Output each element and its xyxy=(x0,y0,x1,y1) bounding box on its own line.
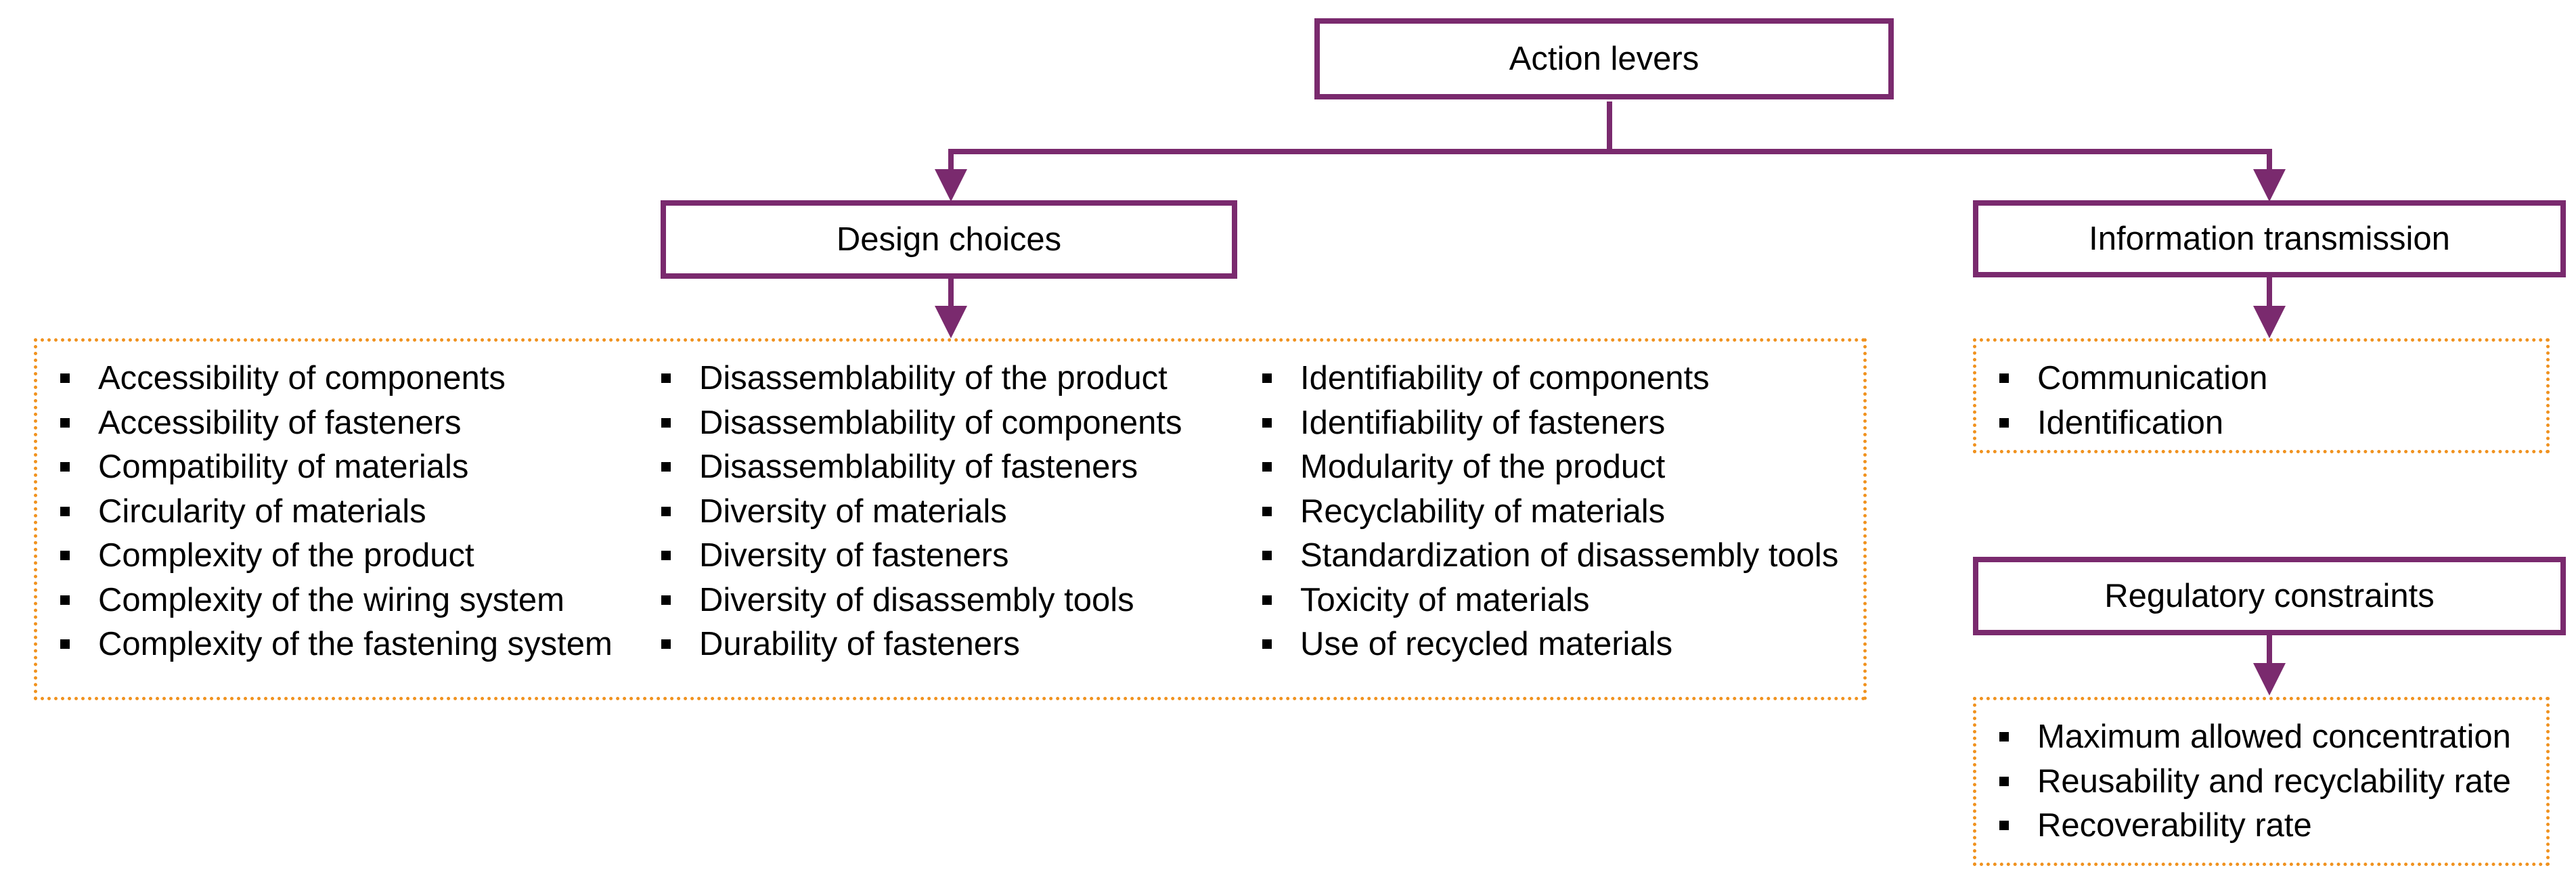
bullet-icon xyxy=(60,462,70,472)
list-item: Accessibility of components xyxy=(51,357,613,401)
list-item: Communication xyxy=(1990,357,2267,401)
information-transmission-list: Communication Identification xyxy=(1973,338,2550,453)
list-item: Complexity of the fastening system xyxy=(51,622,613,667)
bullet-icon xyxy=(1999,373,2009,383)
list-item: Circularity of materials xyxy=(51,490,613,534)
bullet-icon xyxy=(60,417,70,428)
list-item: Compatibility of materials xyxy=(51,445,613,490)
action-levers-box: Action levers xyxy=(1314,18,1894,99)
bullet-icon xyxy=(60,506,70,516)
list-item: Accessibility of fasteners xyxy=(51,401,613,446)
bullet-icon xyxy=(661,506,671,516)
bullet-icon xyxy=(1262,595,1272,605)
bullet-icon xyxy=(60,639,70,649)
regulatory-constraints-list: Maximum allowed concentration Reusabilit… xyxy=(1973,697,2550,866)
list-item: Disassemblability of fasteners xyxy=(652,445,1182,490)
bullet-icon xyxy=(1262,373,1272,383)
bullet-icon xyxy=(1999,821,2009,830)
bullet-icon xyxy=(661,373,671,383)
list-item: Identifiability of fasteners xyxy=(1253,401,1838,446)
design-column-2: Disassemblability of the product Disasse… xyxy=(652,357,1182,667)
bullet-icon xyxy=(1999,732,2009,742)
design-column-3: Identifiability of components Identifiab… xyxy=(1253,357,1838,667)
bullet-icon xyxy=(1262,639,1272,649)
connector-root-to-design xyxy=(935,101,1612,202)
regulatory-constraints-box: Regulatory constraints xyxy=(1973,557,2566,635)
connector-root-to-info xyxy=(1609,149,2286,202)
list-item: Diversity of materials xyxy=(652,490,1182,534)
bullet-icon xyxy=(1999,776,2009,786)
bullet-icon xyxy=(1262,551,1272,560)
bullet-icon xyxy=(60,595,70,605)
regulatory-constraints-label: Regulatory constraints xyxy=(2104,578,2435,614)
list-item: Identifiability of components xyxy=(1253,357,1838,401)
list-item: Identification xyxy=(1990,401,2267,446)
bullet-icon xyxy=(661,595,671,605)
information-transmission-label: Information transmission xyxy=(2089,221,2450,257)
bullet-icon xyxy=(60,551,70,560)
list-item: Diversity of fasteners xyxy=(652,534,1182,578)
list-item: Toxicity of materials xyxy=(1253,578,1838,623)
list-item: Complexity of the wiring system xyxy=(51,578,613,623)
list-item: Disassemblability of the product xyxy=(652,357,1182,401)
list-item: Recoverability rate xyxy=(1990,804,2511,848)
information-column: Communication Identification xyxy=(1990,357,2267,445)
bullet-icon xyxy=(661,417,671,428)
information-transmission-box: Information transmission xyxy=(1973,200,2566,277)
design-choices-list: Accessibility of components Accessibilit… xyxy=(34,338,1867,700)
design-choices-label: Design choices xyxy=(836,221,1062,258)
bullet-icon xyxy=(1262,506,1272,516)
bullet-icon xyxy=(1262,417,1272,428)
list-item: Maximum allowed concentration xyxy=(1990,715,2511,760)
list-item: Diversity of disassembly tools xyxy=(652,578,1182,623)
bullet-icon xyxy=(661,462,671,472)
action-levers-label: Action levers xyxy=(1509,41,1700,77)
list-item: Reusability and recyclability rate xyxy=(1990,760,2511,804)
regulatory-column: Maximum allowed concentration Reusabilit… xyxy=(1990,715,2511,848)
list-item: Disassemblability of components xyxy=(652,401,1182,446)
list-item: Durability of fasteners xyxy=(652,622,1182,667)
list-item: Use of recycled materials xyxy=(1253,622,1838,667)
design-choices-box: Design choices xyxy=(661,200,1237,279)
bullet-icon xyxy=(1262,462,1272,472)
bullet-icon xyxy=(661,639,671,649)
list-item: Recyclability of materials xyxy=(1253,490,1838,534)
bullet-icon xyxy=(1999,417,2009,428)
bullet-icon xyxy=(661,551,671,560)
list-item: Standardization of disassembly tools xyxy=(1253,534,1838,578)
design-column-1: Accessibility of components Accessibilit… xyxy=(51,357,613,667)
list-item: Complexity of the product xyxy=(51,534,613,578)
bullet-icon xyxy=(60,373,70,383)
list-item: Modularity of the product xyxy=(1253,445,1838,490)
